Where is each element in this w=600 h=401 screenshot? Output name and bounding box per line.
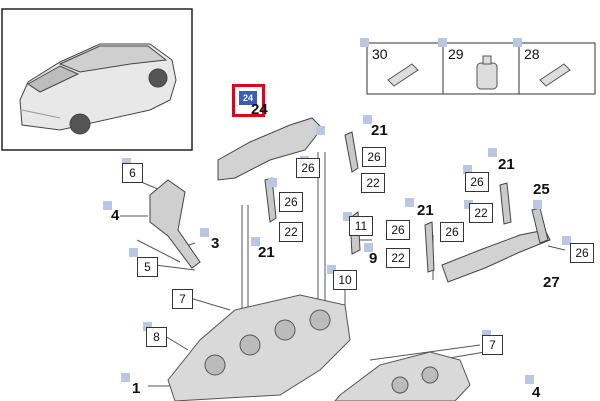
ignition-coil [149,179,201,269]
callout-9[interactable]: 9 [369,250,378,267]
marker [327,265,336,274]
callout-box-6[interactable]: 6 [122,163,143,183]
marker [200,228,209,237]
marker [143,322,152,331]
callout-4[interactable]: 4 [111,207,120,224]
heat-shield-left [217,117,323,181]
marker [364,243,373,252]
callout-box-10[interactable]: 10 [333,270,357,290]
cylinder-head-left [167,294,351,401]
callout-box-26[interactable]: 26 [465,172,489,192]
marker [103,201,112,210]
marker [363,115,372,124]
callout-box-26[interactable]: 26 [296,158,320,178]
callout-box-26[interactable]: 26 [440,222,464,242]
legend-number-30: 30 [372,46,388,62]
callout-21[interactable]: 21 [371,122,388,139]
marker [405,198,414,207]
marker [129,248,138,257]
legend-number-28: 28 [524,46,540,62]
selected-part-highlight[interactable]: 24 [232,84,265,117]
heat-shield-right [441,229,551,283]
callout-24[interactable]: 24 [251,101,268,118]
callout-box-22[interactable]: 22 [386,248,410,268]
marker [562,236,571,245]
marker [438,38,447,47]
cylinder-head-right [334,351,471,401]
marker [513,38,522,47]
callout-27[interactable]: 27 [543,274,560,291]
marker [464,200,473,209]
marker [343,212,352,221]
tube-icon [387,63,419,87]
marker [251,237,260,246]
callout-box-26[interactable]: 26 [362,147,386,167]
marker [121,373,130,382]
callout-box-7[interactable]: 7 [172,289,193,309]
callout-box-22[interactable]: 22 [469,203,493,223]
callout-box-8[interactable]: 8 [146,327,167,347]
marker [316,126,325,135]
callout-4[interactable]: 4 [532,384,541,401]
marker [268,178,277,187]
marker [122,158,131,167]
bottle-icon [476,55,498,90]
callout-box-26[interactable]: 26 [570,243,594,263]
marker [482,330,491,339]
callout-21[interactable]: 21 [498,156,515,173]
callout-box-26[interactable]: 26 [386,220,410,240]
callout-box-7[interactable]: 7 [482,335,503,355]
callout-box-5[interactable]: 5 [137,257,158,277]
legend-number-29: 29 [448,46,464,62]
marker [533,200,542,209]
callout-box-11[interactable]: 11 [349,216,373,236]
callout-21[interactable]: 21 [417,202,434,219]
callout-box-22[interactable]: 22 [279,222,303,242]
vehicle-icon [19,43,177,135]
callout-25[interactable]: 25 [533,181,550,198]
callout-box-22[interactable]: 22 [361,173,385,193]
callout-box-26[interactable]: 26 [279,192,303,212]
tube-icon [539,63,571,87]
marker [463,165,472,174]
marker [525,375,534,384]
callout-21[interactable]: 21 [258,244,275,261]
callout-3[interactable]: 3 [211,235,220,252]
marker [488,148,497,157]
callout-1[interactable]: 1 [132,380,141,397]
selected-part-badge: 24 [239,91,257,105]
marker [360,38,369,47]
